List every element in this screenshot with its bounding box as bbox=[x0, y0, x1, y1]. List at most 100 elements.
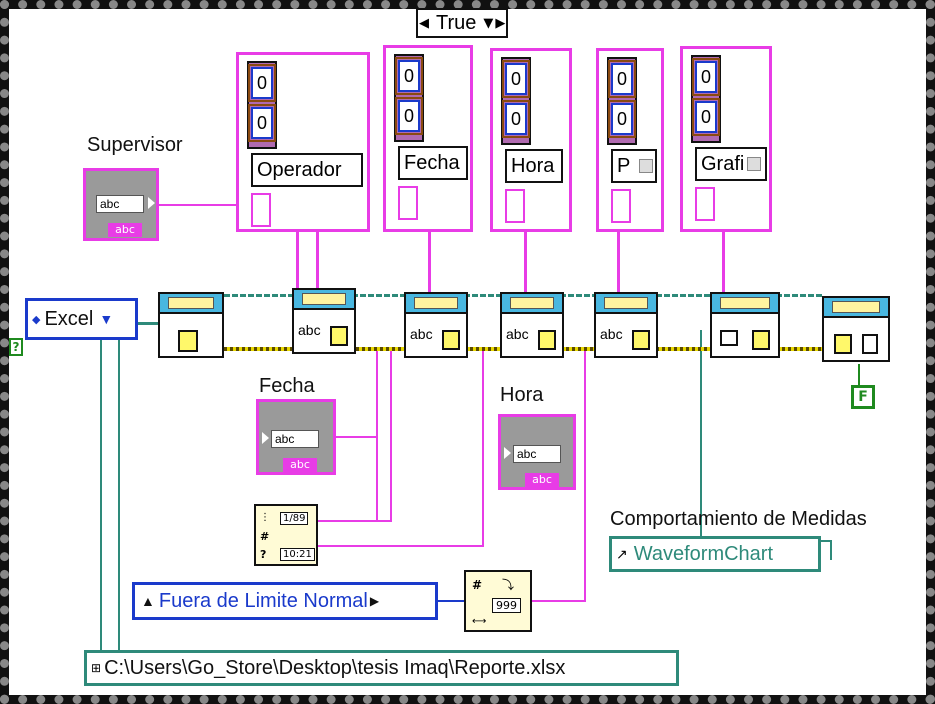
document-icon bbox=[632, 330, 650, 350]
wire[interactable] bbox=[118, 340, 120, 650]
index-top: 0 bbox=[248, 64, 276, 102]
document-icon bbox=[834, 334, 852, 354]
arrow-right-icon bbox=[262, 432, 269, 444]
case-selector[interactable]: ◀ True ▼ ▶ bbox=[416, 8, 509, 38]
cluster-slot bbox=[398, 186, 418, 220]
append-text-vi-1[interactable]: abc bbox=[292, 288, 356, 354]
loop-arrow-icon: ⤵ bbox=[502, 578, 515, 592]
bundle-fecha[interactable]: 0 0 Fecha bbox=[383, 45, 473, 232]
wire[interactable] bbox=[318, 545, 484, 547]
append-text-vi-3[interactable]: abc bbox=[500, 292, 564, 358]
selector-next-icon[interactable]: ▶ bbox=[495, 15, 506, 31]
number-to-string-node[interactable]: # ⤵ 999 ⟷ bbox=[464, 570, 532, 632]
wire[interactable] bbox=[524, 232, 527, 294]
document-icon bbox=[442, 330, 460, 350]
wire[interactable] bbox=[722, 232, 725, 294]
wire[interactable] bbox=[316, 232, 319, 294]
ring-icon bbox=[639, 159, 653, 173]
document-icon bbox=[538, 330, 556, 350]
dispose-report-vi[interactable] bbox=[822, 296, 890, 362]
document-icon bbox=[330, 326, 348, 346]
selector-value[interactable]: True bbox=[436, 11, 477, 34]
cluster-slot bbox=[695, 187, 715, 221]
abc-tag: abc bbox=[108, 223, 142, 237]
date-readout: 1/89 bbox=[280, 512, 309, 525]
wire[interactable] bbox=[158, 204, 238, 206]
index-bottom: 0 bbox=[692, 98, 720, 136]
abc-label: abc bbox=[410, 326, 433, 342]
wire[interactable] bbox=[482, 350, 484, 546]
trash-icon bbox=[862, 334, 878, 354]
chevron-down-icon[interactable]: ▼ bbox=[99, 311, 114, 327]
document-icon bbox=[178, 330, 198, 352]
abc-label: abc bbox=[298, 322, 321, 338]
ring-icon bbox=[747, 157, 761, 171]
wire[interactable] bbox=[100, 340, 102, 645]
cluster-element-name: Grafi bbox=[695, 147, 767, 181]
fecha-string-control[interactable]: abc abc bbox=[256, 399, 336, 475]
wire[interactable] bbox=[336, 436, 376, 438]
wire[interactable] bbox=[376, 350, 378, 520]
string-display: abc bbox=[96, 195, 144, 213]
wire[interactable] bbox=[532, 600, 586, 602]
wire[interactable] bbox=[428, 232, 431, 294]
index-top: 0 bbox=[608, 60, 636, 98]
abc-tag: abc bbox=[283, 458, 317, 472]
ref-wire[interactable] bbox=[138, 322, 162, 325]
cluster-element-name: Hora bbox=[505, 149, 563, 183]
cluster-slot bbox=[251, 193, 271, 227]
bundle-hora[interactable]: 0 0 Hora bbox=[490, 48, 572, 232]
wire[interactable] bbox=[318, 520, 392, 522]
wire[interactable] bbox=[617, 232, 620, 294]
index-top: 0 bbox=[692, 58, 720, 96]
wire[interactable] bbox=[700, 330, 702, 542]
wire[interactable] bbox=[296, 232, 299, 294]
append-text-vi-4[interactable]: abc bbox=[594, 292, 658, 358]
excel-enum-constant[interactable]: ◆ Excel ▼ bbox=[25, 298, 138, 340]
fuera-limite-property[interactable]: ▲ Fuera de Limite Normal ▶ bbox=[132, 582, 438, 620]
selector-prev-icon[interactable]: ◀ bbox=[419, 15, 429, 31]
fuera-limite-label: Fuera de Limite Normal bbox=[158, 589, 368, 612]
bundle-p[interactable]: 0 0 P bbox=[596, 48, 664, 232]
append-image-vi[interactable] bbox=[710, 292, 780, 358]
bundle-operador[interactable]: 0 0 Operador bbox=[236, 52, 370, 232]
document-icon bbox=[752, 330, 770, 350]
report-path-constant[interactable]: ⊞ C:\Users\Go_Store\Desktop\tesis Imaq\R… bbox=[84, 650, 679, 686]
hora-string-control[interactable]: abc abc bbox=[498, 414, 576, 490]
new-report-vi[interactable] bbox=[158, 292, 224, 358]
chevron-down-icon[interactable]: ▼ bbox=[483, 15, 494, 31]
path-value: C:\Users\Go_Store\Desktop\tesis Imaq\Rep… bbox=[104, 656, 566, 679]
path-icon: ⊞ bbox=[91, 661, 102, 675]
wire[interactable] bbox=[390, 350, 392, 520]
supervisor-label: Supervisor bbox=[87, 134, 183, 156]
wire[interactable] bbox=[858, 364, 860, 386]
index-bottom: 0 bbox=[248, 104, 276, 142]
selector-tunnel[interactable]: ? bbox=[9, 338, 23, 356]
wire[interactable] bbox=[584, 350, 586, 602]
append-text-vi-2[interactable]: abc bbox=[404, 292, 468, 358]
waveform-label: WaveformChart bbox=[633, 542, 774, 565]
enum-value: Excel bbox=[44, 307, 94, 330]
enum-spinner-icon[interactable]: ◆ bbox=[32, 313, 41, 326]
wire[interactable] bbox=[438, 600, 464, 602]
wire[interactable] bbox=[830, 540, 832, 560]
string-display: abc bbox=[271, 430, 319, 448]
false-constant[interactable]: F bbox=[851, 385, 875, 409]
home-icon: ▲ bbox=[141, 593, 155, 609]
comportamiento-label: Comportamiento de Medidas bbox=[610, 508, 867, 530]
format-date-time-node[interactable]: ⋮ 1/89 # ? 10:21 bbox=[254, 504, 318, 566]
image-icon bbox=[720, 330, 738, 346]
number-value: 999 bbox=[492, 598, 521, 613]
arrow-right-icon: ▶ bbox=[369, 594, 380, 608]
abc-label: abc bbox=[600, 326, 623, 342]
cluster-element-name: Operador bbox=[251, 153, 363, 187]
arrow-right-icon bbox=[504, 447, 511, 459]
index-bottom: 0 bbox=[608, 100, 636, 138]
index-bottom: 0 bbox=[502, 100, 530, 138]
reference-arrow-icon: ↗ bbox=[616, 545, 628, 562]
bundle-grafi[interactable]: 0 0 Grafi bbox=[680, 46, 772, 232]
waveform-chart-reference[interactable]: ↗ WaveformChart bbox=[609, 536, 821, 572]
supervisor-string-control[interactable]: abc abc bbox=[83, 168, 159, 241]
fecha-label: Fecha bbox=[259, 375, 315, 397]
abc-tag: abc bbox=[525, 473, 559, 487]
